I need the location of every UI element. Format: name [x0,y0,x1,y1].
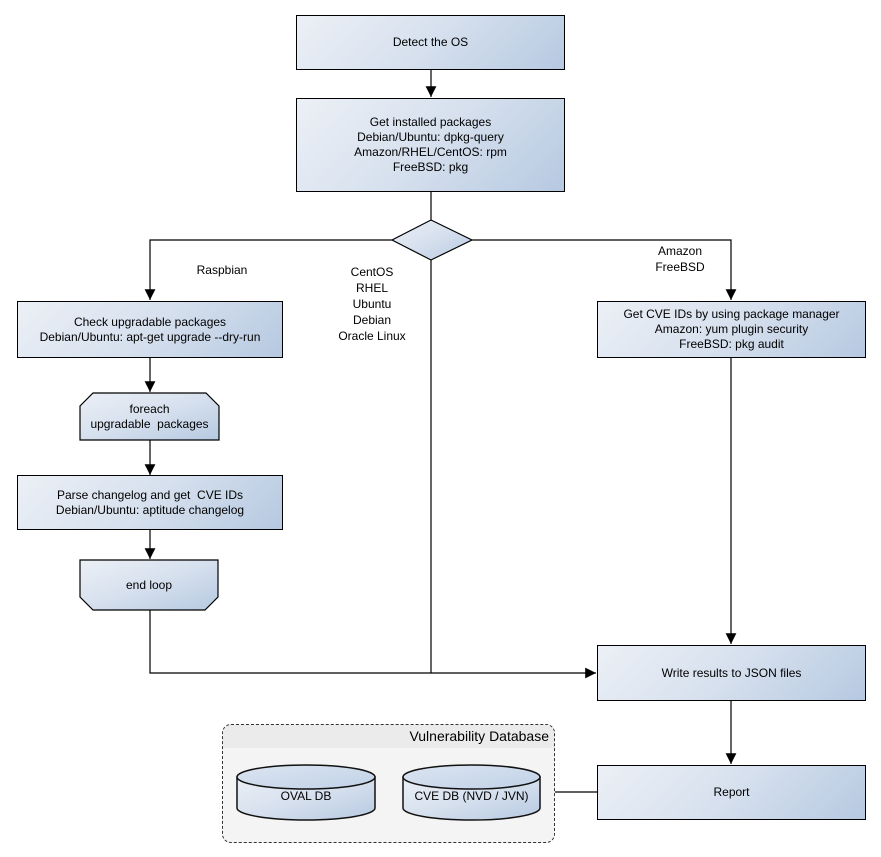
node-detect-os: Detect the OS [296,15,565,70]
edge-label-os-group: CentOS RHEL Ubuntu Debian Oracle Linux [338,265,406,343]
node-get-installed-packages: Get installed packages Debian/Ubuntu: dp… [296,98,565,192]
node-write-results: Write results to JSON files [597,645,866,701]
decision-diamond [390,219,474,261]
edge-label-raspbian: Raspbian [196,263,248,277]
node-parse-changelog: Parse changelog and get CVE IDs Debian/U… [17,475,283,530]
connector-decision-to-check-upgradable [144,239,392,300]
node-report: Report [597,765,866,820]
cylinder-cve-db-label: CVE DB (NVD / JVN) [414,788,529,803]
edge-label-amazon-freebsd: Amazon FreeBSD [655,244,705,274]
vulnerability-database-title: Vulnerability Database [409,728,549,744]
connector-endloop-to-write-results [149,610,596,679]
node-get-cve-ids: Get CVE IDs by using package manager Ama… [597,301,866,358]
vulnerability-database-titlebar [223,725,554,748]
cylinder-oval-db-label: OVAL DB [280,788,332,803]
connector-decision-to-get-cve [472,239,737,300]
loop-end-shape [79,559,219,611]
loop-start-shape [79,392,220,441]
loop-end-label: end loop [125,577,173,592]
loop-start-label: foreach upgradable packages [90,401,209,431]
node-check-upgradable-packages: Check upgradable packages Debian/Ubuntu:… [17,301,283,358]
